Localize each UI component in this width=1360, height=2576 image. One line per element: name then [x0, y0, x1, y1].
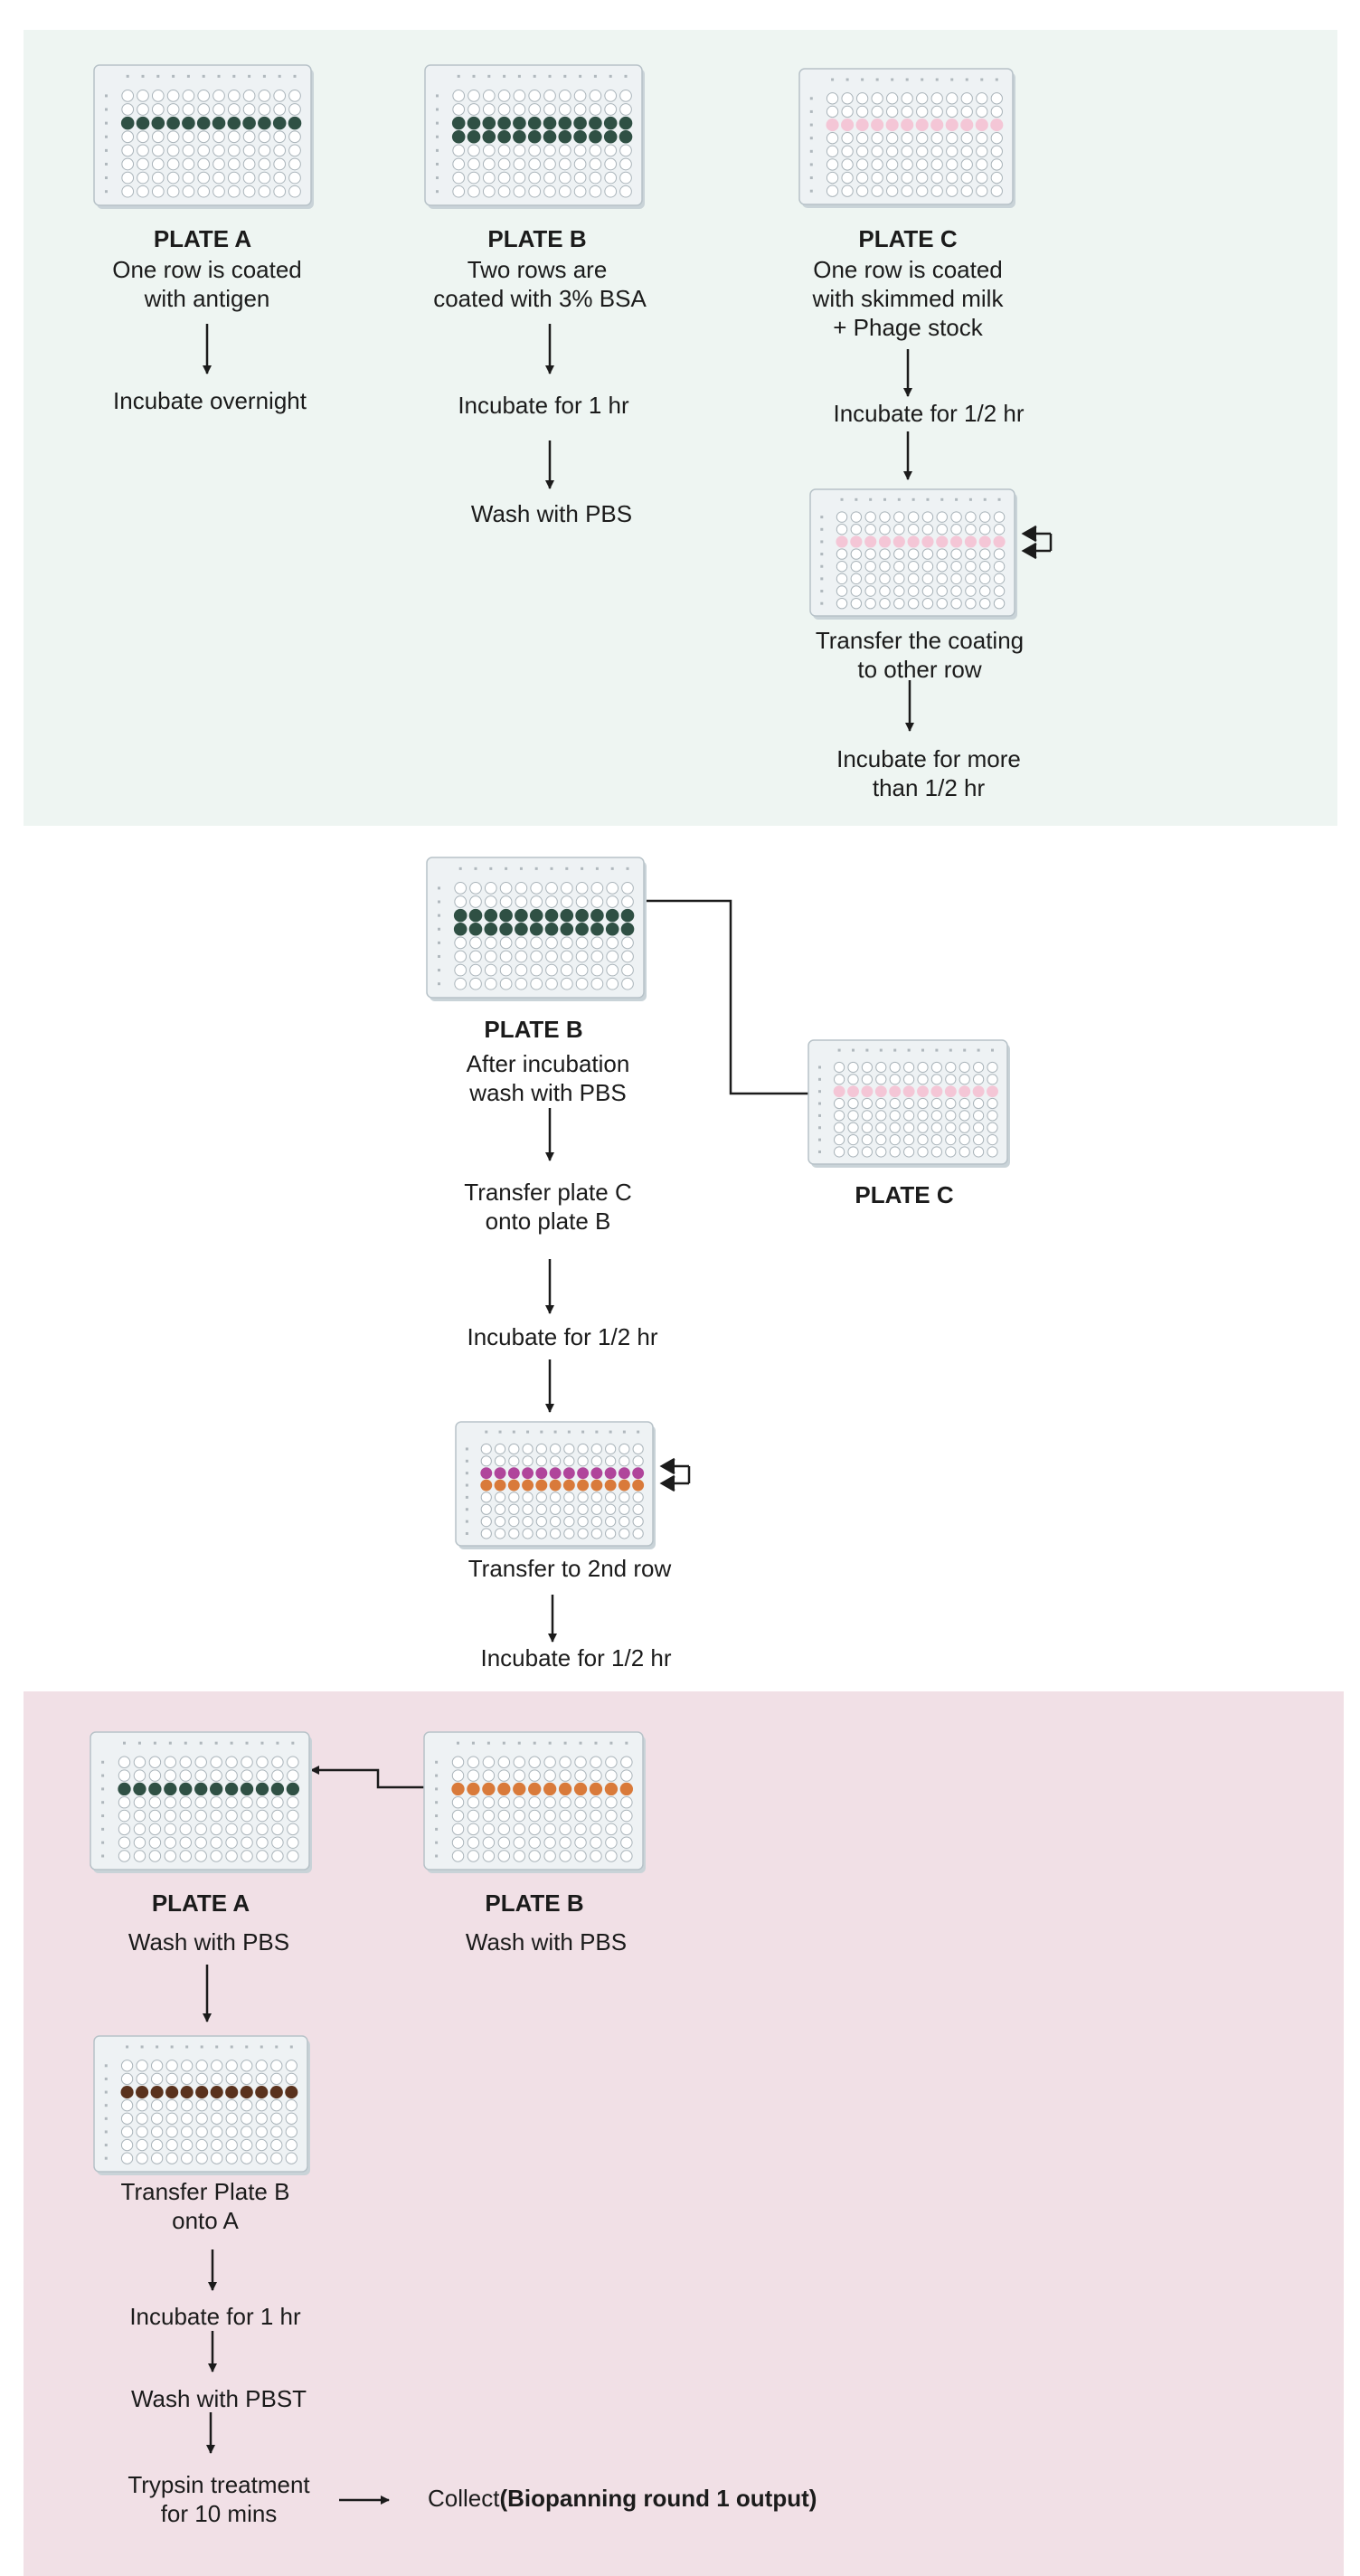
plate-c-desc-1: One row is coated — [813, 256, 1003, 283]
s2-plate-b-96well — [426, 857, 647, 1001]
s2-plate-b-desc-2: wash with PBS — [469, 1079, 627, 1106]
collect-output-label: Collect(Biopanning round 1 output) — [428, 2484, 817, 2513]
s3-plate-a-transfer-96well — [93, 2035, 310, 2175]
plate-c-title: PLATE C — [858, 225, 958, 252]
s3-step-trypsin-1: Trypsin treatment — [128, 2471, 310, 2498]
s3-plate-a-desc: Wash with PBS — [128, 1928, 290, 1956]
plate-c-step-incubate-more-1: Incubate for more — [836, 745, 1021, 772]
s2-step-transfer-2: onto plate B — [485, 1208, 611, 1235]
plate-b-step-incubate: Incubate for 1 hr — [458, 392, 629, 419]
s2-plate-c-title: PLATE C — [855, 1181, 954, 1208]
s3-step-transfer-1: Transfer Plate B — [120, 2178, 290, 2205]
s3-plate-a-96well — [90, 1731, 312, 1873]
collect-prefix: Collect — [428, 2485, 500, 2512]
s3-step-transfer-2: onto A — [172, 2207, 239, 2234]
s3-plate-b-96well — [423, 1731, 646, 1873]
s2-step-incubate-2: Incubate for 1/2 hr — [480, 1644, 672, 1672]
plate-c-step-transfer-2: to other row — [857, 656, 982, 683]
plate-a-desc-2: with antigen — [144, 285, 270, 312]
arrow-plate-c-to-b — [632, 896, 809, 1095]
s3-plate-b-desc: Wash with PBS — [465, 1928, 628, 1956]
collect-output-bold: (Biopanning round 1 output) — [499, 2485, 817, 2512]
s2-step-incubate: Incubate for 1/2 hr — [467, 1323, 658, 1350]
s2-step-transfer-1: Transfer plate C — [464, 1179, 632, 1206]
arrow-plate-b-to-a — [310, 1766, 448, 1789]
plate-c-desc-3: + Phage stock — [833, 314, 983, 341]
plate-c-96well — [798, 68, 1015, 208]
s2-plate-b-transfer-96well — [455, 1421, 656, 1549]
plate-c-desc-2: with skimmed milk — [812, 285, 1004, 312]
plate-c-transfer-96well — [809, 488, 1017, 620]
plate-a-desc-1: One row is coated — [112, 256, 302, 283]
s3-plate-a-title: PLATE A — [151, 1889, 250, 1917]
plate-a-title: PLATE A — [153, 225, 252, 252]
s3-step-incubate: Incubate for 1 hr — [129, 2303, 301, 2330]
plate-c-step-transfer-1: Transfer the coating — [815, 627, 1025, 654]
plate-b-desc-2: coated with 3% BSA — [433, 285, 647, 312]
plate-b-96well — [424, 64, 645, 209]
s3-plate-b-title: PLATE B — [485, 1889, 584, 1917]
plate-b-step-wash: Wash with PBS — [470, 500, 633, 527]
s2-plate-b-desc-1: After incubation — [466, 1050, 630, 1077]
s2-plate-b-title: PLATE B — [484, 1016, 583, 1043]
s3-step-wash: Wash with PBST — [130, 2385, 307, 2412]
plate-a-step-incubate: Incubate overnight — [113, 387, 307, 414]
plate-b-title: PLATE B — [487, 225, 587, 252]
s2-plate-c-96well — [808, 1039, 1010, 1168]
plate-a-96well — [93, 64, 314, 209]
plate-b-desc-1: Two rows are — [467, 256, 608, 283]
plate-c-step-incubate: Incubate for 1/2 hr — [833, 400, 1025, 427]
s2-step-transfer-row: Transfer to 2nd row — [468, 1555, 672, 1582]
s3-step-trypsin-2: for 10 mins — [160, 2500, 278, 2527]
plate-c-step-incubate-more-2: than 1/2 hr — [872, 774, 986, 801]
